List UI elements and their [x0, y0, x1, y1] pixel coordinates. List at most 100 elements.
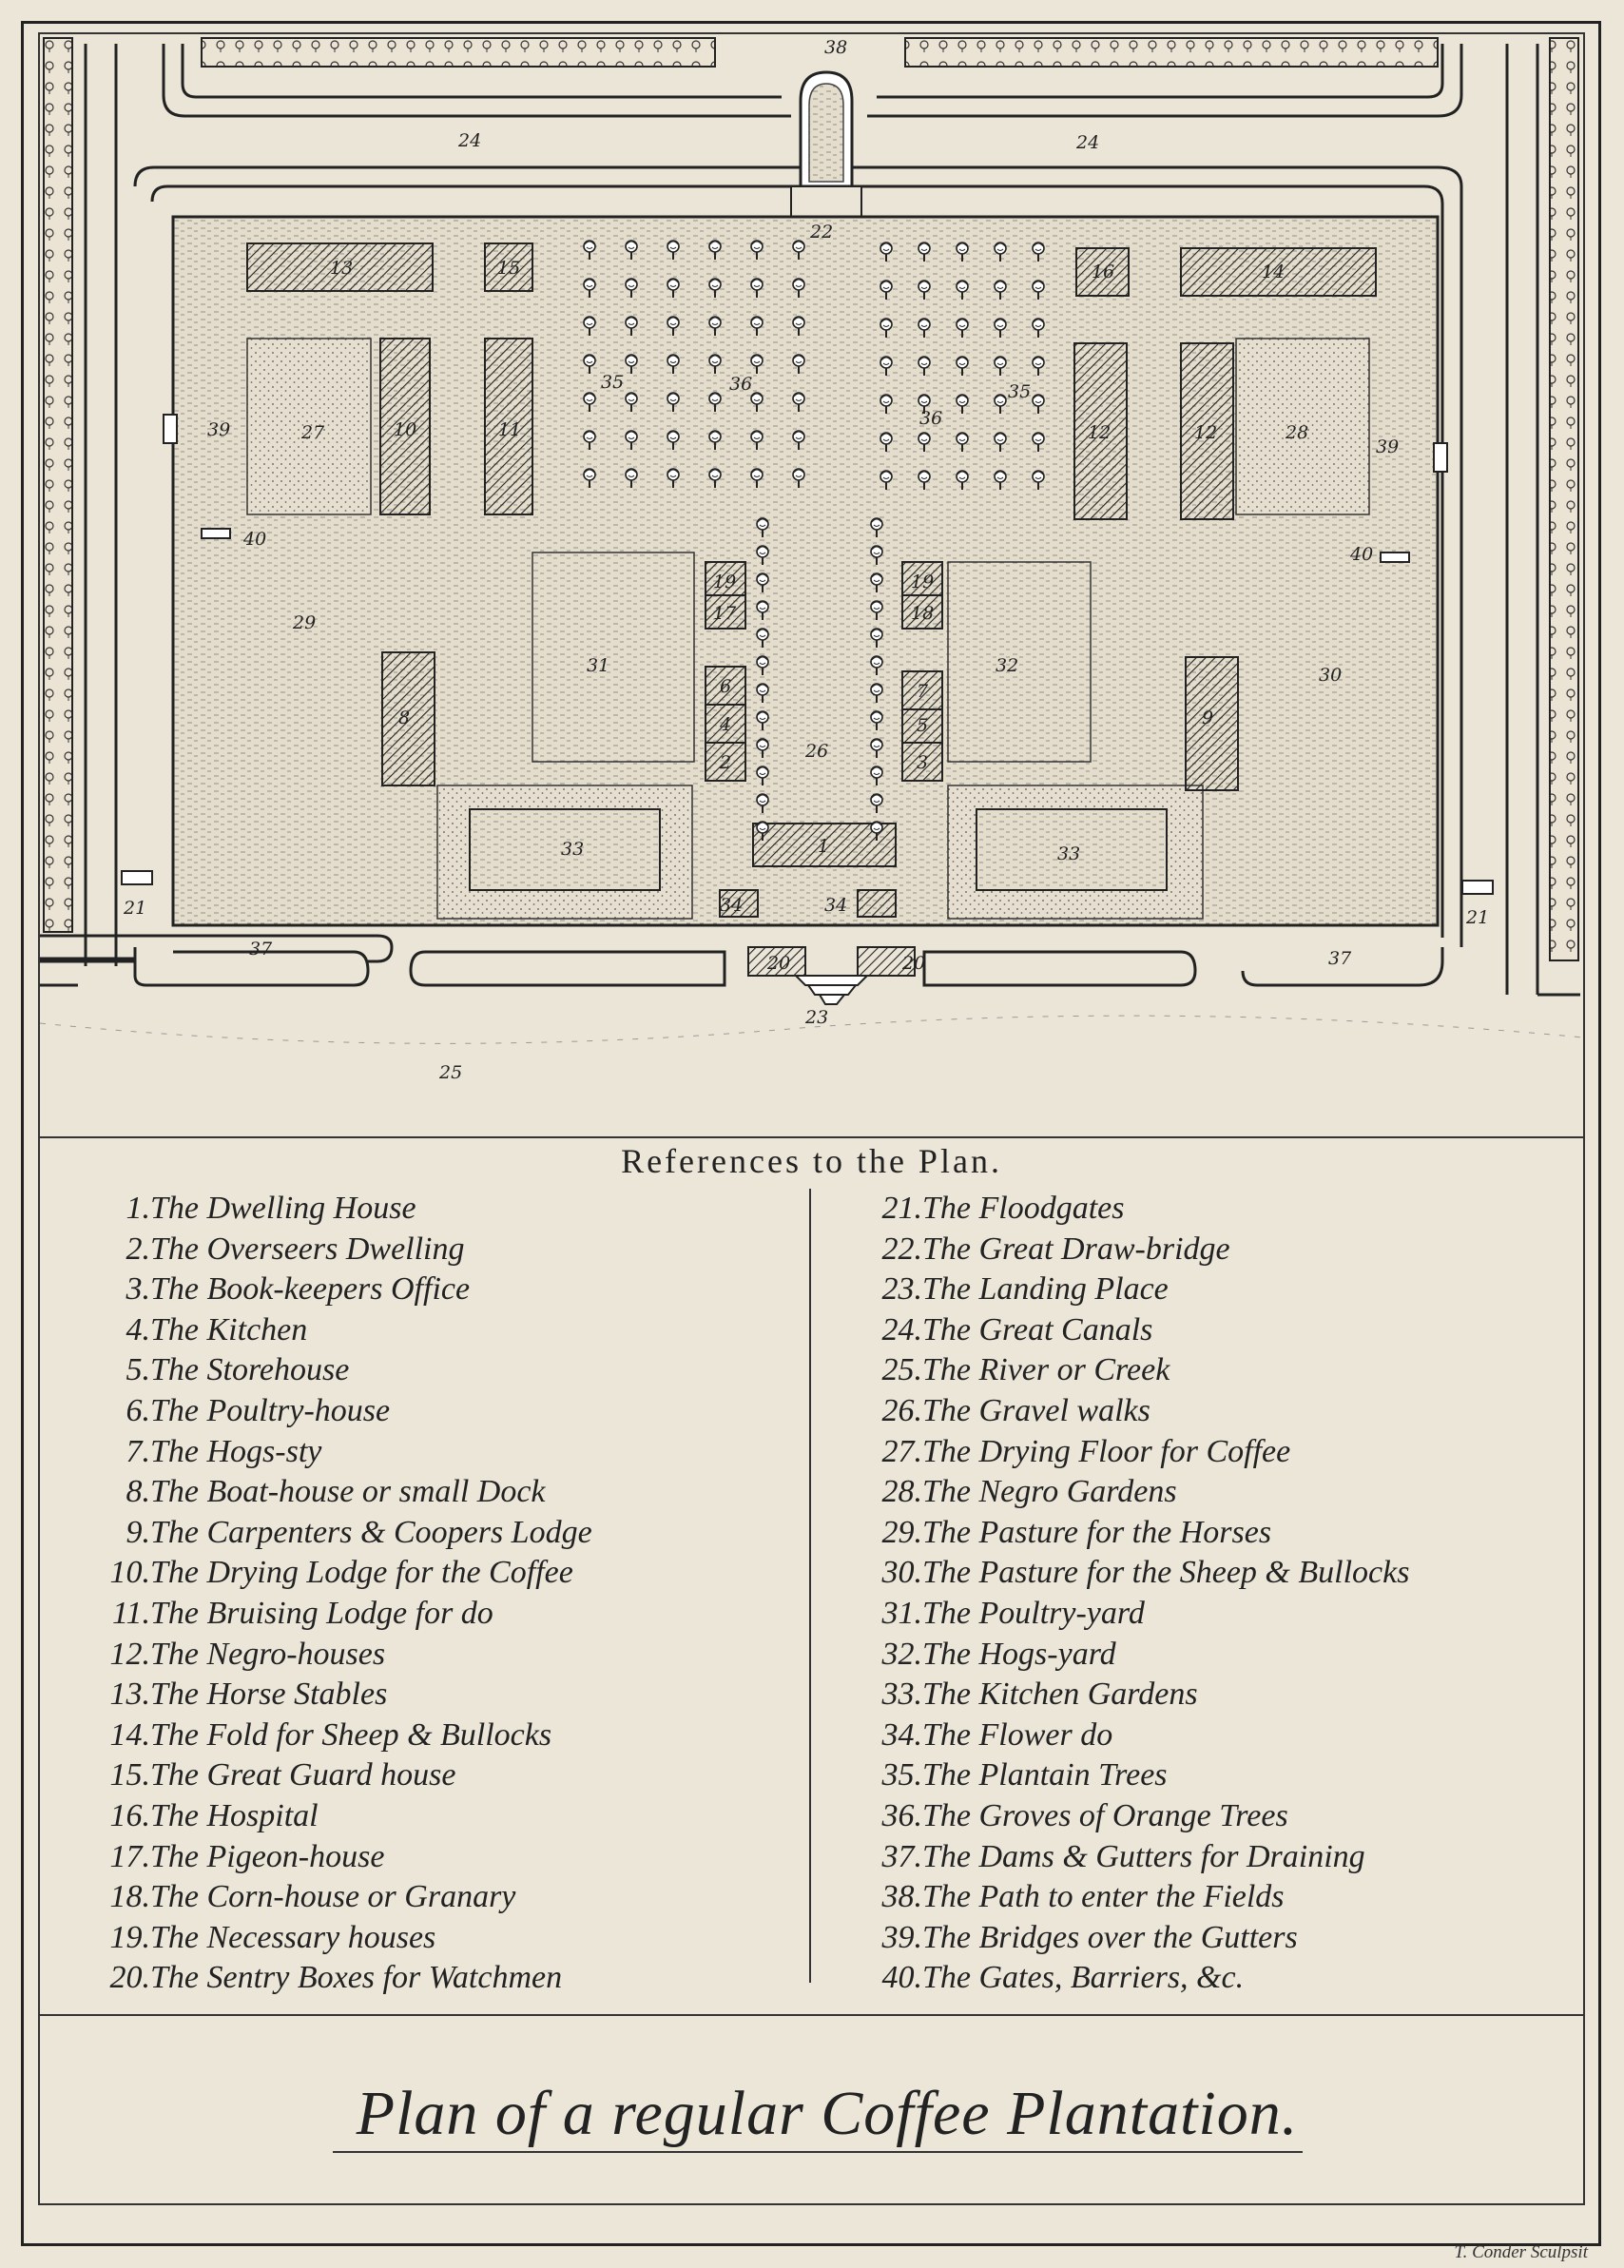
label-2: 2 [719, 752, 731, 773]
references-top-rule [40, 1136, 1583, 1138]
reference-text: The Great Draw-bridge [922, 1231, 1230, 1267]
reference-number: 17. [109, 1838, 151, 1874]
label-37b: 37 [1328, 948, 1352, 969]
reference-item: 16.The Hospital [86, 1796, 592, 1837]
label-21a: 21 [123, 898, 146, 919]
top-hedge-right [904, 37, 1439, 68]
reference-text: The Bruising Lodge for do [150, 1595, 493, 1631]
reference-number: 16. [109, 1797, 151, 1833]
building-13 [246, 242, 434, 292]
reference-item: 36.The Groves of Orange Trees [858, 1796, 1409, 1837]
label-29: 29 [292, 612, 316, 633]
plantation-plan: 38 24 24 22 13 15 16 14 39 27 10 11 35 3… [40, 34, 1583, 1137]
reference-text: The Gates, Barriers, &c. [922, 1960, 1245, 1996]
bridge-right [1433, 442, 1448, 473]
negro-gardens [1235, 338, 1370, 515]
label-20b: 20 [901, 953, 925, 974]
reference-item: 3.The Book-keepers Office [86, 1270, 592, 1310]
label-34b: 34 [824, 895, 847, 916]
reference-item: 39.The Bridges over the Gutters [858, 1918, 1409, 1959]
right-hedge [1549, 37, 1579, 961]
label-36a: 36 [729, 374, 752, 395]
top-hedge-left [201, 37, 716, 68]
plan-title: Plan of a regular Coffee Plantation. [356, 2079, 1299, 2148]
reference-number: 15. [109, 1757, 151, 1793]
label-32: 32 [996, 655, 1018, 676]
poultry-yard [532, 552, 695, 763]
reference-text: The Negro Gardens [922, 1474, 1177, 1510]
reference-item: 8.The Boat-house or small Dock [86, 1472, 592, 1513]
reference-number: 21. [881, 1191, 923, 1226]
reference-number: 2. [126, 1231, 151, 1267]
label-35a: 35 [601, 372, 624, 393]
reference-item: 15.The Great Guard house [86, 1755, 592, 1796]
label-11: 11 [498, 419, 521, 440]
reference-item: 24.The Great Canals [858, 1310, 1409, 1351]
reference-number: 1. [126, 1191, 151, 1226]
label-40a: 40 [242, 529, 266, 550]
reference-number: 10. [109, 1555, 151, 1591]
reference-number: 37. [881, 1838, 923, 1874]
reference-item: 40.The Gates, Barriers, &c. [858, 1958, 1409, 1999]
reference-number: 18. [109, 1879, 151, 1915]
reference-item: 9.The Carpenters & Coopers Lodge [86, 1513, 592, 1554]
building-12a [1073, 342, 1128, 520]
label-13: 13 [330, 258, 353, 279]
reference-item: 27.The Drying Floor for Coffee [858, 1432, 1409, 1473]
reference-item: 13.The Horse Stables [86, 1675, 592, 1716]
floodgate-left [121, 870, 153, 885]
reference-number: 3. [126, 1271, 151, 1308]
sentry-box-left [747, 946, 806, 977]
title-underline-flourish [333, 2151, 1303, 2153]
reference-text: The Drying Lodge for the Coffee [150, 1555, 573, 1591]
reference-number: 14. [109, 1716, 151, 1753]
reference-item: 26.The Gravel walks [858, 1391, 1409, 1432]
building-7 [901, 670, 943, 710]
reference-item: 23.The Landing Place [858, 1270, 1409, 1310]
reference-number: 7. [126, 1433, 151, 1469]
reference-item: 20.The Sentry Boxes for Watchmen [86, 1958, 592, 1999]
building-12b [1180, 342, 1234, 520]
reference-item: 12.The Negro-houses [86, 1635, 592, 1676]
reference-number: 36. [881, 1797, 923, 1833]
reference-item: 14.The Fold for Sheep & Bullocks [86, 1716, 592, 1756]
reference-text: The Negro-houses [150, 1636, 386, 1672]
label-24b: 24 [1075, 132, 1099, 153]
building-10 [379, 338, 431, 515]
reference-item: 32.The Hogs-yard [858, 1635, 1409, 1676]
reference-number: 19. [109, 1919, 151, 1955]
label-8: 8 [398, 708, 410, 728]
reference-number: 27. [881, 1433, 923, 1469]
reference-text: The Poultry-house [150, 1392, 391, 1428]
kitchen-garden-right-bed [976, 808, 1168, 891]
reference-item: 35.The Plantain Trees [858, 1755, 1409, 1796]
reference-number: 9. [126, 1514, 151, 1550]
reference-item: 5.The Storehouse [86, 1350, 592, 1391]
reference-text: The Path to enter the Fields [922, 1879, 1285, 1915]
reference-text: The Pigeon-house [150, 1838, 385, 1874]
label-18: 18 [911, 603, 934, 624]
label-6: 6 [720, 676, 731, 697]
reference-text: The Great Canals [922, 1311, 1153, 1347]
building-17 [705, 594, 746, 630]
reference-item: 33.The Kitchen Gardens [858, 1675, 1409, 1716]
label-31: 31 [587, 655, 609, 676]
reference-text: The River or Creek [922, 1352, 1170, 1388]
label-25: 25 [438, 1062, 462, 1083]
reference-text: The Dams & Gutters for Draining [922, 1838, 1365, 1874]
reference-text: The Necessary houses [150, 1919, 436, 1955]
reference-item: 38.The Path to enter the Fields [858, 1877, 1409, 1918]
reference-text: The Overseers Dwelling [150, 1231, 465, 1267]
reference-number: 40. [881, 1960, 923, 1996]
reference-text: The Sentry Boxes for Watchmen [150, 1960, 563, 1996]
label-39a: 39 [207, 419, 230, 440]
reference-text: The Pasture for the Horses [922, 1514, 1272, 1550]
label-12b: 12 [1194, 422, 1217, 443]
building-15 [484, 242, 533, 292]
gate-left [201, 528, 231, 539]
reference-text: The Kitchen Gardens [922, 1677, 1198, 1713]
floodgate-right [1461, 880, 1494, 895]
label-19a: 19 [713, 572, 736, 592]
reference-number: 11. [112, 1595, 150, 1631]
